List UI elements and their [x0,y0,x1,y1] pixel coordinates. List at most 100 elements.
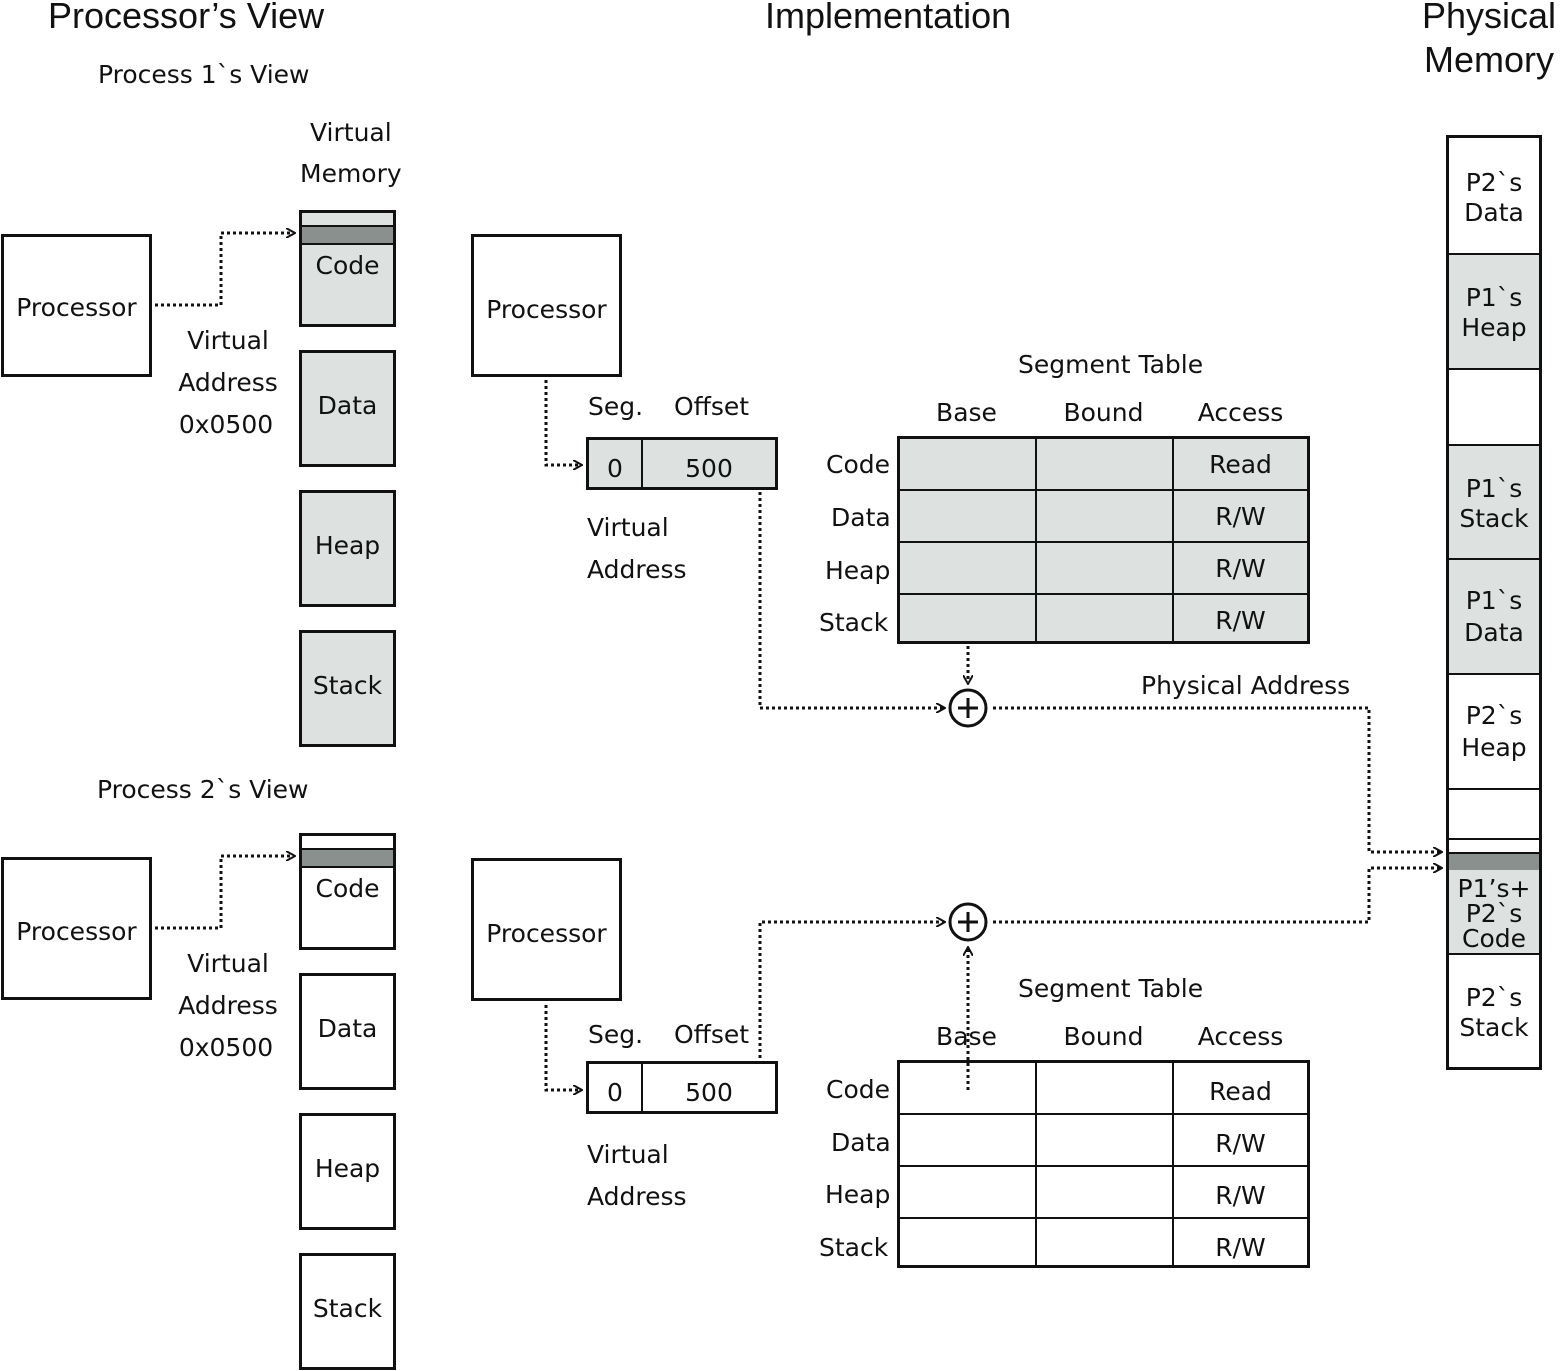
pm-divider [1449,953,1539,955]
header-physical: Physical [1422,0,1557,36]
p2-vm-code: Code [299,833,396,950]
impl1-col-access: Access [1197,398,1284,427]
pm-label: P2`s [1465,983,1523,1012]
impl1-row-code: Code [826,450,891,479]
impl2-col-access: Access [1197,1022,1284,1051]
segment-label: Code [315,874,380,903]
seg-value: 0 [607,1078,623,1107]
pm-region-p1-data: P1`s Data [1449,560,1539,673]
impl2-row-stack: Stack [819,1233,889,1262]
process1-title: Process 1`s View [98,60,310,89]
impl1-phys-arrow [993,706,1441,852]
process1-va-line1: Virtual [187,326,269,355]
col-divider [1035,439,1037,641]
process2-va-line1: Virtual [187,949,269,978]
pm-shared-code-band [1449,852,1539,872]
row-divider [900,1165,1307,1167]
pm-region-p1-heap: P1`s Heap [1449,255,1539,368]
impl1-row-data: Data [831,503,891,532]
processor-label: Processor [486,919,607,948]
segment-label: Stack [312,671,383,700]
impl1-table-title: Segment Table [1018,350,1204,379]
physical-address-label: Physical Address [1141,671,1351,700]
offset-value: 500 [685,1078,733,1107]
pm-divider [1449,788,1539,790]
pm-label: P2`s [1465,701,1523,730]
pm-region-p2-stack: P2`s Stack [1449,955,1539,1067]
impl1-proc-arrow [544,380,581,465]
segment-label: Heap [314,1154,381,1183]
impl2-segment-table: Read R/W R/W R/W [897,1060,1310,1268]
header-implementation: Implementation [765,0,1012,36]
impl2-row-heap: Heap [825,1180,891,1209]
p1-code-access-band [302,225,393,245]
pm-region-p2-data: P2`s Data [1449,138,1539,253]
header-memory: Memory [1424,39,1555,80]
process1-va-line2: Address [178,368,278,397]
pm-divider [1449,838,1539,840]
processor-label: Processor [16,917,137,946]
access-cell: R/W [1215,1181,1266,1210]
pm-label: P2`s [1465,168,1523,197]
process1-va-line3: 0x0500 [178,410,274,439]
pm-label: P2`s [1465,899,1523,928]
pm-label: Stack [1459,1013,1529,1042]
col-divider [1035,1063,1037,1265]
row-divider [900,489,1307,491]
offset-value: 500 [685,454,733,483]
pm-divider [1449,368,1539,370]
seg-value: 0 [607,454,623,483]
access-cell: R/W [1215,1233,1266,1262]
adder-1 [948,688,988,728]
p1-vm-heap: Heap [299,490,396,607]
p1-vm-stack: Stack [299,630,396,747]
impl2-proc-arrow [544,1005,581,1090]
impl1-seg-header: Seg. [588,392,644,421]
adder-2 [948,902,988,942]
access-cell: R/W [1215,1129,1266,1158]
impl1-row-heap: Heap [825,556,891,585]
virtual-memory-label-2: Memory [300,159,402,188]
pm-region-p1-stack: P1`s Stack [1449,446,1539,558]
header-processors-view: Processor’s View [48,0,325,36]
p2-vm-stack: Stack [299,1253,396,1370]
impl2-va-line1: Virtual [587,1140,669,1169]
pm-label: P1’s+ [1457,874,1531,903]
impl1-va-line2: Address [587,555,687,584]
p1-vm-code: Code [299,210,396,327]
impl2-processor-box: Processor [471,858,622,1001]
access-cell: R/W [1215,554,1266,583]
impl2-row-code: Code [826,1075,891,1104]
access-cell: R/W [1215,606,1266,635]
pm-label: Data [1464,198,1524,227]
impl1-va-line1: Virtual [587,513,669,542]
segment-label: Heap [314,531,381,560]
impl2-seg-header: Seg. [588,1020,644,1049]
pm-region-p2-heap: P2`s Heap [1449,675,1539,788]
va-divider [641,440,643,487]
impl1-offset-header: Offset [674,392,750,421]
pm-region-shared-code: P1’s+ P2`s Code [1449,870,1539,953]
impl2-va-line2: Address [587,1182,687,1211]
pm-label: Data [1464,618,1524,647]
impl1-segment-table: Read R/W R/W R/W [897,436,1310,644]
process2-title: Process 2`s View [97,775,309,804]
segment-label: Data [317,391,378,420]
processor-label: Processor [486,295,607,324]
pm-divider [1449,253,1539,255]
row-divider [900,593,1307,595]
impl2-offset-header: Offset [674,1020,750,1049]
p2-code-access-band [302,848,393,868]
pm-divider [1449,673,1539,675]
pm-label: Code [1461,924,1526,953]
pm-label: Heap [1461,313,1527,342]
pm-label: Heap [1461,733,1527,762]
impl1-va-register: 0 500 [586,437,778,490]
impl2-table-title: Segment Table [1018,974,1204,1003]
impl1-col-bound: Bound [1063,398,1144,427]
p1-va-arrow [155,233,294,307]
pm-label: Stack [1459,504,1529,533]
pm-label: P1`s [1465,474,1523,503]
process2-va-line3: 0x0500 [178,1033,274,1062]
impl2-phys-arrow [993,868,1441,924]
